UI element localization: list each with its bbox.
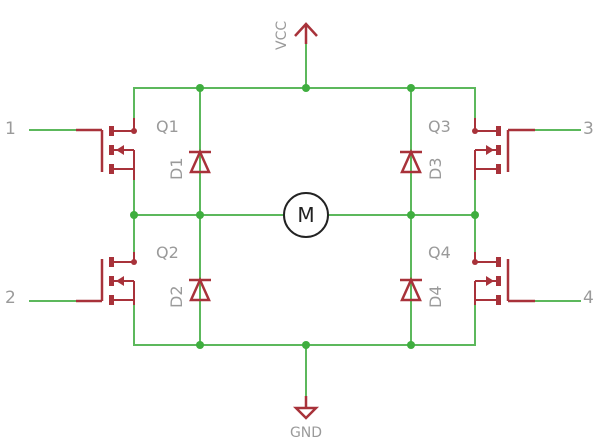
gnd-symbol bbox=[292, 396, 320, 420]
q1-label: Q1 bbox=[156, 117, 179, 136]
junction-dot bbox=[130, 211, 138, 219]
junction-dot bbox=[302, 341, 310, 349]
junction-dot bbox=[302, 84, 310, 92]
diode-d1 bbox=[189, 148, 211, 174]
transistor-q1 bbox=[76, 118, 137, 180]
junction-dot bbox=[196, 211, 204, 219]
q3-label: Q3 bbox=[428, 117, 451, 136]
junction-dot bbox=[407, 341, 415, 349]
diode-d4 bbox=[400, 276, 422, 302]
transistor-q3 bbox=[472, 118, 535, 180]
d1-label: D1 bbox=[167, 158, 186, 181]
junction-dot bbox=[196, 341, 204, 349]
q2-label: Q2 bbox=[156, 243, 179, 262]
d3-label: D3 bbox=[426, 158, 445, 181]
diode-d2 bbox=[189, 276, 211, 302]
vcc-label: VCC bbox=[274, 21, 290, 50]
junction-dot bbox=[407, 84, 415, 92]
junction-dot bbox=[471, 211, 479, 219]
d2-label: D2 bbox=[167, 286, 186, 309]
d4-label: D4 bbox=[426, 286, 445, 309]
vcc-symbol bbox=[294, 22, 318, 44]
transistor-q2 bbox=[76, 252, 137, 305]
input-2-label: 2 bbox=[5, 288, 16, 308]
input-3-label: 3 bbox=[583, 119, 594, 139]
gnd-label: GND bbox=[290, 425, 322, 441]
motor: M bbox=[283, 192, 329, 238]
q4-label: Q4 bbox=[428, 243, 451, 262]
transistor-q4 bbox=[472, 252, 535, 305]
motor-symbol bbox=[283, 192, 329, 238]
motor-label: M bbox=[297, 203, 314, 227]
junction-dot bbox=[407, 211, 415, 219]
input-1-label: 1 bbox=[5, 119, 16, 139]
junctions bbox=[130, 84, 479, 349]
junction-dot bbox=[196, 84, 204, 92]
input-4-label: 4 bbox=[583, 288, 594, 308]
diode-d3 bbox=[400, 148, 422, 174]
